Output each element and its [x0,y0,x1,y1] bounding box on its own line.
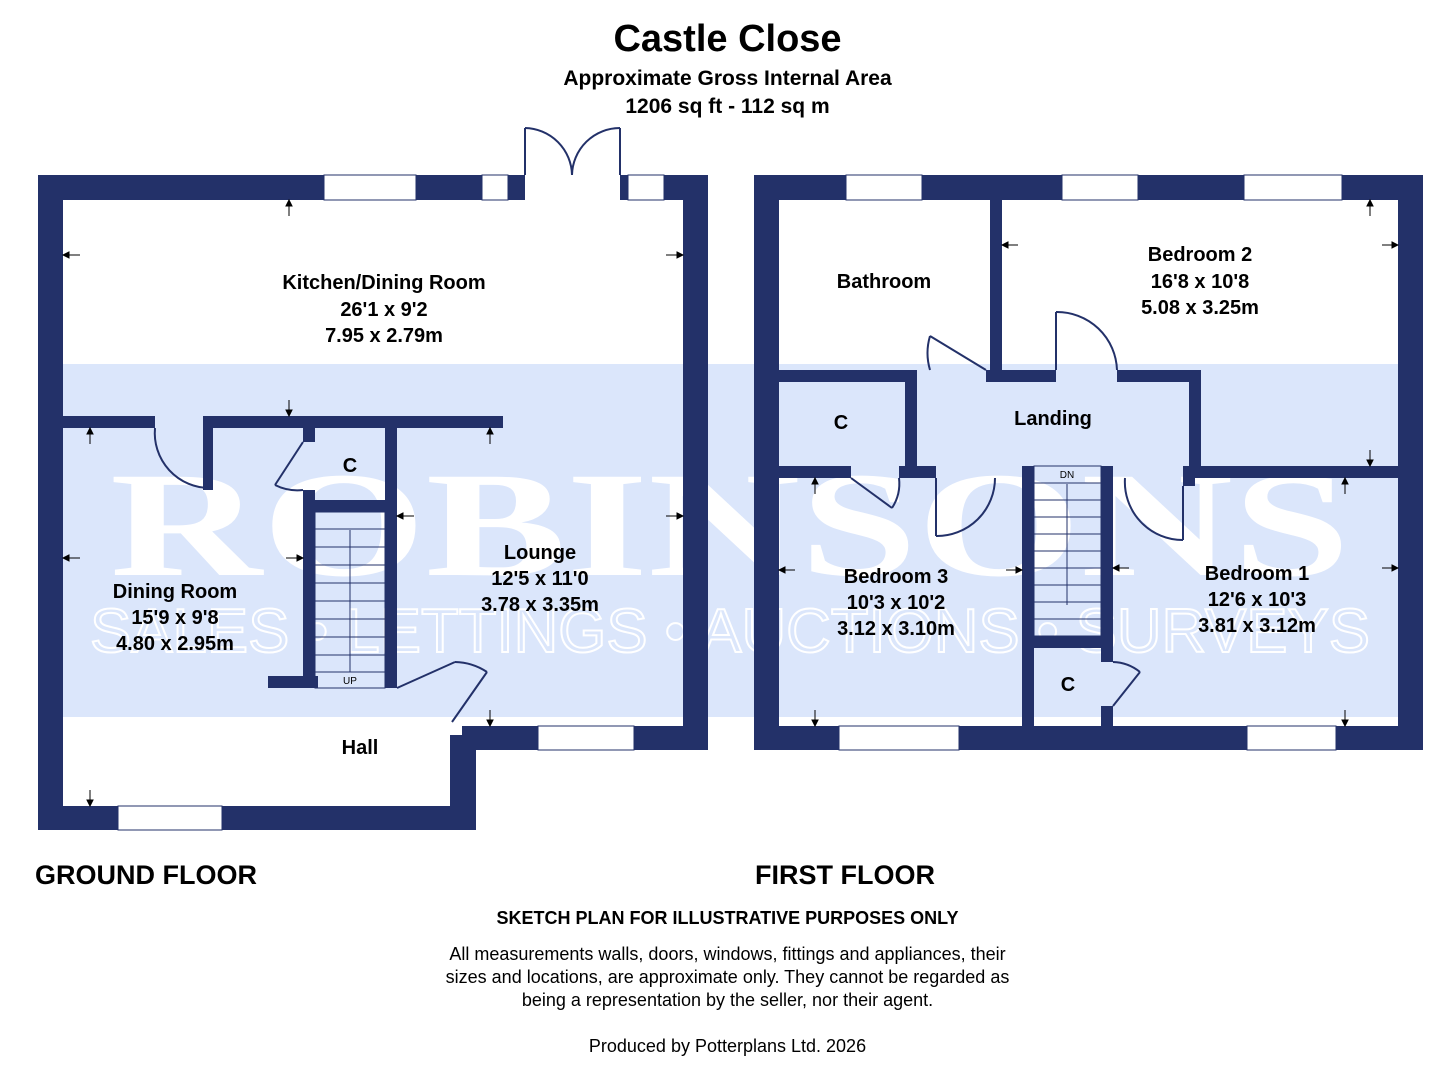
first-stairs-label: DN [1060,470,1074,481]
disclaimer-line-2: sizes and locations, are approximate onl… [445,967,1010,987]
french-doors [524,127,621,176]
plan-area: 1206 sq ft - 112 sq m [625,95,830,118]
bedroom3-name: Bedroom 3 [844,566,948,588]
bathroom-name: Bathroom [837,271,931,293]
bedroom3-metric: 3.12 x 3.10m [837,618,955,640]
kitchen-imperial: 26'1 x 9'2 [340,299,427,321]
lounge-imperial: 12'5 x 11'0 [491,568,588,590]
lounge-name: Lounge [504,542,576,564]
ground-floor-stairs [314,511,386,689]
ground-stairs-label: UP [343,676,357,687]
cupboard-first-b: C [1061,674,1075,696]
watermark-services: SALES • LETTINGS • AUCTIONS • SURVEYS [90,597,1370,666]
hall-name: Hall [342,737,379,759]
disclaimer-title: SKETCH PLAN FOR ILLUSTRATIVE PURPOSES ON… [496,908,959,928]
measurement-arrows [61,198,1400,808]
credit-line: Produced by Potterplans Ltd. 2026 [588,1036,867,1056]
bedroom2-imperial: 16'8 x 10'8 [1151,271,1250,293]
watermark-brand: ROBINSONS [110,442,1350,608]
first-floor-stairs [1033,465,1102,637]
bedroom2-name: Bedroom 2 [1148,244,1252,266]
ground-floor-doors [153,427,488,723]
dining-metric: 4.80 x 2.95m [116,633,234,655]
plan-subtitle: Approximate Gross Internal Area [563,67,892,90]
ground-floor-label: GROUND FLOOR [35,860,257,890]
disclaimer-line-3: being a representation by the seller, no… [521,990,934,1010]
kitchen-metric: 7.95 x 2.79m [325,325,443,347]
kitchen-name: Kitchen/Dining Room [282,272,485,294]
dining-imperial: 15'9 x 9'8 [131,607,218,629]
cupboard-ground: C [343,455,357,477]
lounge-metric: 3.78 x 3.35m [481,594,599,616]
bedroom2-metric: 5.08 x 3.25m [1141,297,1259,319]
bedroom1-imperial: 12'6 x 10'3 [1208,589,1307,611]
first-floor-walls [754,175,1423,750]
disclaimer-line-1: All measurements walls, doors, windows, … [449,944,1006,964]
first-floor-doors [850,310,1184,707]
bedroom3-imperial: 10'3 x 10'2 [847,592,946,614]
first-floor-label: FIRST FLOOR [755,860,935,890]
ground-floor-windows [117,174,665,831]
plan-title: Castle Close [613,18,842,60]
bedroom1-metric: 3.81 x 3.12m [1198,615,1316,637]
cupboard-first-a: C [834,412,848,434]
bedroom1-name: Bedroom 1 [1205,563,1309,585]
first-floor-windows [838,174,1343,751]
ground-floor-walls [38,175,708,830]
dining-name: Dining Room [113,581,237,603]
landing-name: Landing [1014,408,1092,430]
